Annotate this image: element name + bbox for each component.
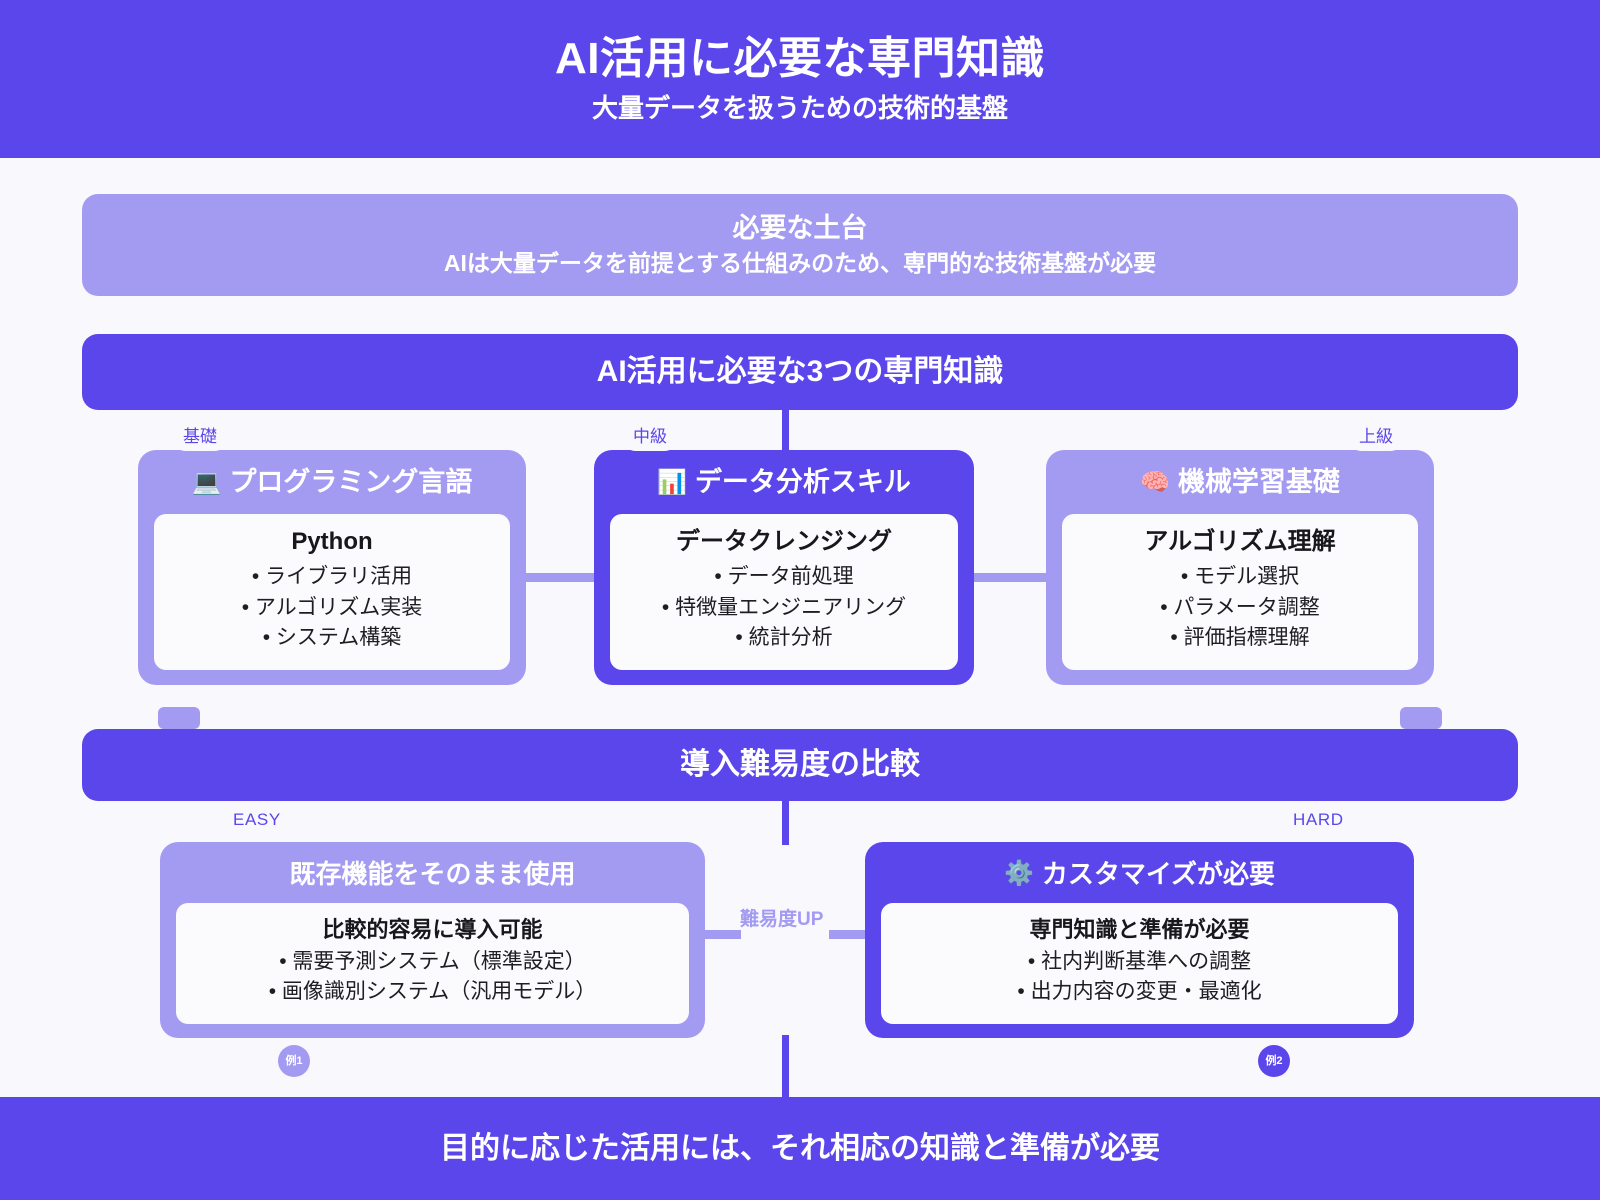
difficulty-badge-easy: EASY [222, 807, 292, 834]
compare-body-item: • 出力内容の変更・最適化 [1017, 980, 1262, 1004]
compare-card-header: ⚙️ カスタマイズが必要 [1004, 860, 1275, 889]
skill-body-item: • ライブラリ活用 [251, 565, 413, 589]
connector-nub-left [158, 707, 200, 729]
compare-section-header: 導入難易度の比較 [82, 729, 1518, 801]
skill-body-item: • モデル選択 [1180, 565, 1300, 589]
skill-card-title: 機械学習基礎 [1177, 467, 1340, 497]
skill-body-item: • 特徴量エンジニアリング [661, 595, 907, 619]
skill-card-header: 📊 データ分析スキル [657, 467, 911, 498]
compare-body-item: • 需要予測システム（標準設定） [279, 949, 586, 973]
skills-section-heading: AI活用に必要な3つの専門知識 [596, 355, 1004, 388]
compare-body-item: • 画像識別システム（汎用モデル） [268, 980, 597, 1004]
skill-body-item: • データ前処理 [714, 565, 854, 589]
connector-vertical-skills [782, 410, 789, 452]
page-footer: 目的に応じた活用には、それ相応の知識と準備が必要 [0, 1097, 1600, 1200]
difficulty-badge-hard: HARD [1282, 807, 1355, 834]
gear-emoji-icon: ⚙️ [1003, 860, 1034, 888]
compare-card-body: 比較的容易に導入可能 • 需要予測システム（標準設定） • 画像識別システム（汎… [176, 902, 689, 1024]
skill-card-body: アルゴリズム理解 • モデル選択 • パラメータ調整 • 評価指標理解 [1062, 513, 1418, 670]
connector-horizontal-prog-data [524, 573, 598, 582]
page-subtitle: 大量データを扱うための技術的基盤 [591, 93, 1008, 123]
bar-chart-emoji-icon: 📊 [657, 468, 687, 496]
compare-card-title: カスタマイズが必要 [1041, 859, 1276, 889]
page-title: AI活用に必要な専門知識 [555, 34, 1045, 83]
connector-vertical-compare-top [782, 801, 789, 845]
foundation-description: AIは大量データを前提とする仕組みのため、専門的な技術基盤が必要 [443, 250, 1157, 276]
connector-nub-right [1400, 707, 1442, 729]
skill-body-title: データクレンジング [676, 527, 892, 555]
compare-body-item: • 社内判断基準への調整 [1027, 949, 1252, 973]
compare-body-title: 専門知識と準備が必要 [1029, 916, 1250, 942]
skill-body-item: • 統計分析 [735, 626, 833, 650]
connector-horizontal-easy-middle [703, 930, 741, 939]
skill-card-machine-learning[interactable]: 🧠 機械学習基礎 アルゴリズム理解 • モデル選択 • パラメータ調整 • 評価… [1046, 450, 1434, 685]
skill-body-item: • パラメータ調整 [1160, 595, 1320, 619]
compare-body-title: 比較的容易に導入可能 [322, 916, 543, 942]
skill-card-header: 💻 プログラミング言語 [191, 467, 473, 498]
skill-body-title: Python [291, 527, 373, 555]
skill-card-title: プログラミング言語 [229, 467, 473, 497]
example-badge-2: 例2 [1258, 1045, 1290, 1077]
page-header: AI活用に必要な専門知識 大量データを扱うための技術的基盤 [0, 0, 1600, 158]
skill-card-body: Python • ライブラリ活用 • アルゴリズム実装 • システム構築 [154, 513, 510, 670]
footer-message: 目的に応じた活用には、それ相応の知識と準備が必要 [440, 1131, 1160, 1165]
skill-card-programming[interactable]: 💻 プログラミング言語 Python • ライブラリ活用 • アルゴリズム実装 … [138, 450, 526, 685]
skill-card-data-analysis[interactable]: 📊 データ分析スキル データクレンジング • データ前処理 • 特徴量エンジニア… [594, 450, 974, 685]
compare-card-body: 専門知識と準備が必要 • 社内判断基準への調整 • 出力内容の変更・最適化 [881, 902, 1398, 1024]
brain-emoji-icon: 🧠 [1140, 468, 1170, 496]
level-badge-basic: 基礎 [172, 424, 228, 451]
skill-body-item: • システム構築 [262, 626, 402, 650]
foundation-title: 必要な土台 [732, 213, 868, 243]
level-badge-intermediate: 中級 [622, 424, 678, 451]
compare-card-existing-features[interactable]: 既存機能をそのまま使用 比較的容易に導入可能 • 需要予測システム（標準設定） … [160, 842, 705, 1038]
compare-card-title: 既存機能をそのまま使用 [289, 859, 576, 889]
difficulty-up-label: 難易度UP [740, 909, 824, 930]
skill-body-item: • 評価指標理解 [1170, 626, 1310, 650]
skill-body-item: • アルゴリズム実装 [241, 595, 423, 619]
skill-card-body: データクレンジング • データ前処理 • 特徴量エンジニアリング • 統計分析 [610, 513, 958, 670]
compare-card-header: 既存機能をそのまま使用 [289, 860, 575, 889]
connector-horizontal-middle-hard [829, 930, 869, 939]
connector-vertical-compare-bottom [782, 1035, 789, 1097]
skill-body-title: アルゴリズム理解 [1144, 527, 1336, 555]
compare-section-heading: 導入難易度の比較 [680, 748, 920, 781]
laptop-emoji-icon: 💻 [191, 468, 222, 496]
skill-card-title: データ分析スキル [694, 467, 911, 497]
skill-card-header: 🧠 機械学習基礎 [1140, 467, 1340, 498]
compare-card-customization[interactable]: ⚙️ カスタマイズが必要 専門知識と準備が必要 • 社内判断基準への調整 • 出… [865, 842, 1414, 1038]
example-badge-1: 例1 [278, 1045, 310, 1077]
foundation-banner: 必要な土台 AIは大量データを前提とする仕組みのため、専門的な技術基盤が必要 [82, 194, 1518, 296]
connector-horizontal-data-ml [972, 573, 1050, 582]
level-badge-advanced: 上級 [1348, 424, 1404, 451]
skills-section-header: AI活用に必要な3つの専門知識 [82, 334, 1518, 410]
